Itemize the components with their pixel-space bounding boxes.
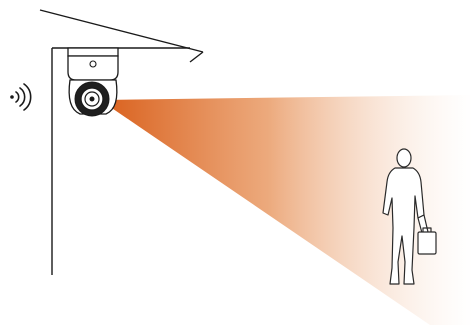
wireless-signal-icon xyxy=(10,83,32,111)
field-of-view-cone xyxy=(100,95,473,325)
ptz-security-camera-icon xyxy=(67,47,119,117)
roof-eave xyxy=(39,9,204,63)
person-with-briefcase-icon xyxy=(382,148,437,285)
